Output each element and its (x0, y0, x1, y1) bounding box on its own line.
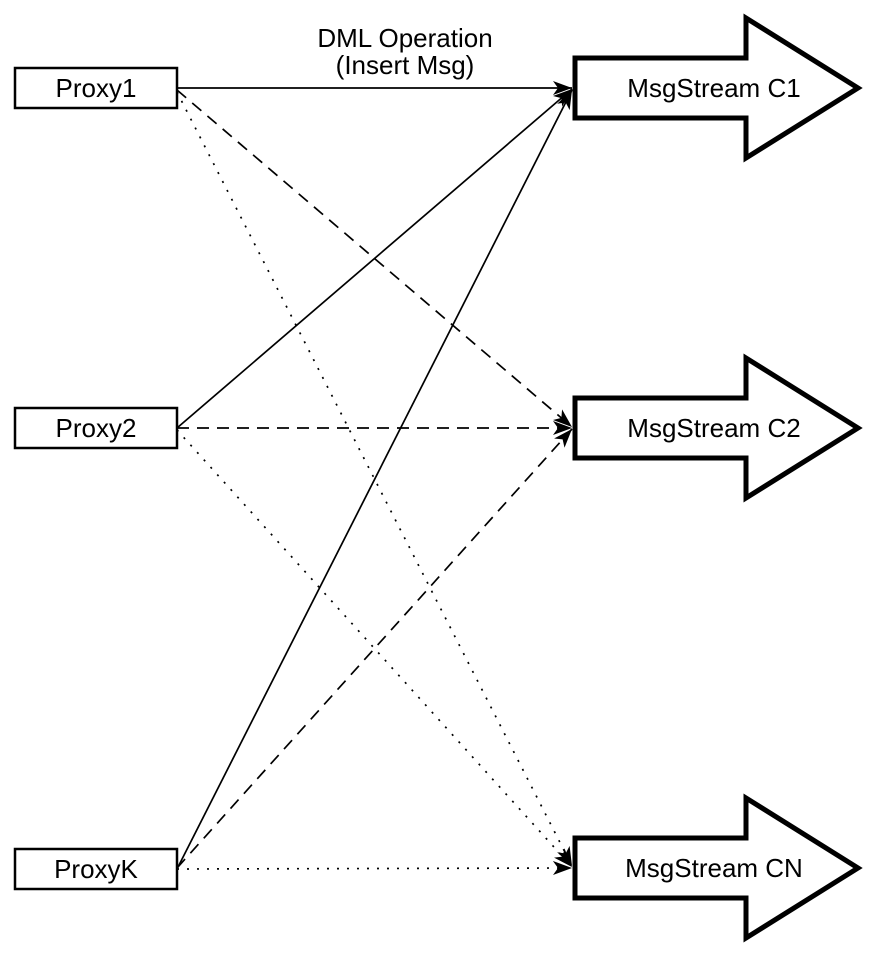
proxy1-label: Proxy1 (56, 73, 137, 103)
proxyk-node: ProxyK (13, 847, 179, 891)
proxy2-box (13, 406, 179, 450)
msgstream-c2-node: MsgStream C2 (572, 353, 863, 503)
proxyk-label: ProxyK (54, 854, 138, 884)
edge-proxy2-to-c1 (176, 88, 573, 429)
msgstream-c1-label: MsgStream C1 (627, 73, 800, 103)
edge-proxy1-to-c2 (176, 89, 573, 428)
edge-proxy2-to-cn (176, 429, 573, 868)
msgstream-cn-node: MsgStream CN (572, 793, 863, 943)
edge-proxyk-to-c1 (176, 89, 573, 870)
proxy2-node: Proxy2 (13, 406, 179, 450)
proxy1-box (13, 66, 179, 110)
msgstream-c1-node: MsgStream C1 (572, 13, 863, 163)
msgstream-cn-label: MsgStream CN (625, 853, 803, 883)
edge-title-label: DML Operation (Insert Msg) (317, 23, 492, 80)
edges (176, 81, 573, 876)
msgstream-c2-arrow-shape (572, 353, 863, 503)
proxyk-box (13, 847, 179, 891)
edge-proxyk-to-cn (176, 861, 573, 876)
msgstream-c1-arrow-shape (572, 13, 863, 163)
msgstream-c2-label: MsgStream C2 (627, 413, 800, 443)
edge-title-line1: DML Operation (317, 23, 492, 53)
msgstream-cn-arrow-shape (572, 793, 863, 943)
proxy1-node: Proxy1 (13, 66, 179, 110)
edge-title-line2: (Insert Msg) (336, 50, 475, 80)
proxy2-label: Proxy2 (56, 413, 137, 443)
